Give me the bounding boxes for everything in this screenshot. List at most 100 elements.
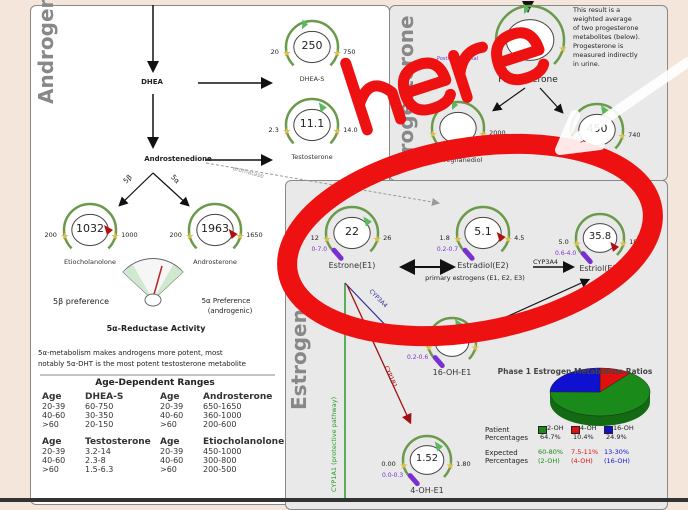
gauge-max: 26 — [383, 233, 392, 242]
progesterone-note-line: of two progesterone — [573, 24, 639, 32]
range-age: 40-60 — [160, 456, 184, 465]
star-icon: ★ — [446, 461, 455, 472]
gauge-max: 1.80 — [456, 460, 471, 469]
star-icon: ★ — [60, 232, 69, 243]
range-value: 300-800 — [203, 456, 237, 465]
dhea-label: DHEA — [141, 78, 163, 86]
range-age: 20-39 — [42, 402, 66, 411]
gauge-marker — [363, 216, 372, 227]
gauge-testosterone: ★★ — [282, 97, 342, 145]
gauge-value-bubble — [293, 108, 331, 142]
postmenopausal-marker — [580, 251, 593, 265]
gauge-min: 200 — [44, 230, 57, 239]
gauge-value: 1032 — [76, 222, 104, 235]
range-value: 2.3-8 — [85, 456, 106, 465]
progesterone-note-line: in urine. — [573, 60, 600, 68]
legend-swatch-2-OH — [538, 426, 547, 434]
gauge-min: 2.3 — [268, 125, 279, 134]
handwritten-letter-h — [340, 57, 407, 136]
range-age-header: Age — [160, 392, 180, 402]
expected-range-sub: (2-OH) — [538, 457, 560, 465]
gauge-marker — [302, 19, 309, 30]
range-hormone-header: Testosterone — [85, 437, 151, 447]
gauge-label: Estradiol(E2) — [457, 261, 509, 270]
gauge-value-bubble — [196, 213, 234, 247]
legend-name: 16-OH — [613, 424, 634, 432]
gauge-arc — [324, 205, 380, 253]
5alpha-androgenic-label: (androgenic) — [207, 307, 253, 315]
gauge-max: 750 — [343, 47, 356, 56]
range-value: 60-750 — [85, 402, 114, 411]
star-icon: ★ — [471, 343, 480, 354]
pie-slice-2-OH — [549, 372, 651, 417]
gauge-min: 1.8 — [439, 233, 450, 242]
patient-label-1: Patient — [485, 426, 510, 434]
range-age: 20-39 — [160, 402, 184, 411]
range-value: 450-1000 — [203, 447, 242, 456]
gauge-max: 1000 — [121, 230, 138, 239]
gauge-max: 18 — [629, 238, 638, 247]
gauge-value: 1963 — [201, 222, 229, 235]
legend-name: 4-OH — [580, 424, 597, 432]
gauge-marker — [452, 100, 458, 110]
gauge-min: 20 — [270, 47, 279, 56]
range-age-header: Age — [160, 437, 180, 447]
star-icon: ★ — [333, 49, 342, 60]
star-icon: ★ — [504, 235, 513, 246]
gauge-estriol: ★★ — [572, 212, 628, 265]
legend-name: 2-OH — [547, 424, 564, 432]
gauge-label: Estrone(E1) — [328, 261, 376, 270]
postmenopausal-marker — [462, 247, 475, 261]
postmenopausal-marker — [331, 247, 344, 261]
5a-reductase-fan-gauge — [122, 258, 184, 307]
range-age: 40-60 — [42, 411, 66, 420]
gauge-arc — [284, 97, 340, 145]
gauge-4-oh-e1: ★★ — [399, 434, 455, 487]
red-circle-annotation — [277, 133, 663, 347]
star-icon: ★ — [282, 127, 291, 138]
star-icon: ★ — [558, 44, 567, 55]
star-icon: ★ — [619, 239, 628, 250]
range-value: 1.5-6.3 — [85, 465, 114, 474]
progesterone-note-line: metabolites (below). — [573, 33, 640, 41]
gauge-label: 16-OH-E1 — [432, 368, 472, 377]
range-hormone-header: Etiocholanolone — [203, 437, 285, 447]
gauge-value-bubble — [409, 445, 445, 475]
gauge-max: 4.5 — [514, 233, 525, 242]
star-icon: ★ — [185, 232, 194, 243]
range-value: 200-500 — [203, 465, 237, 474]
postmenopausal-range: 0.6-4.0 — [554, 249, 577, 257]
postmenopausal-marker — [432, 355, 445, 369]
gauge-arc — [430, 100, 486, 148]
expected-range-sub: (16-OH) — [604, 457, 630, 465]
gauge-label: b-Pregnanediol — [433, 156, 483, 164]
gauge-max: 14.0 — [343, 125, 358, 134]
expected-range: 60-80% — [538, 448, 564, 456]
star-icon: ★ — [453, 235, 462, 246]
white-arrow-annotation — [555, 57, 688, 155]
patient-percentage: 10.4% — [573, 433, 594, 441]
range-value: 30-350 — [85, 411, 114, 420]
gauge-estrone: ★★ — [322, 205, 382, 261]
patient-label-2: Percentages — [485, 434, 529, 442]
patient-percentage: 24.9% — [606, 433, 627, 441]
here-handwritten-annotation — [340, 27, 550, 136]
androgen-note-2: notably 5α-DHT is the most potent testos… — [38, 360, 246, 368]
progesterone-note-line: This result is a — [573, 6, 621, 14]
range-value: 360-1000 — [203, 411, 242, 420]
handwritten-letter-e — [397, 57, 456, 116]
gauge-marker — [601, 105, 609, 116]
star-icon: ★ — [424, 343, 433, 354]
gauge-arc — [574, 212, 626, 256]
gauge-value: 250 — [301, 39, 323, 52]
range-age-header: Age — [42, 437, 62, 447]
range-value: 650-1650 — [203, 402, 242, 411]
range-age: >60 — [160, 465, 177, 474]
gauge-max: 1650 — [246, 230, 263, 239]
